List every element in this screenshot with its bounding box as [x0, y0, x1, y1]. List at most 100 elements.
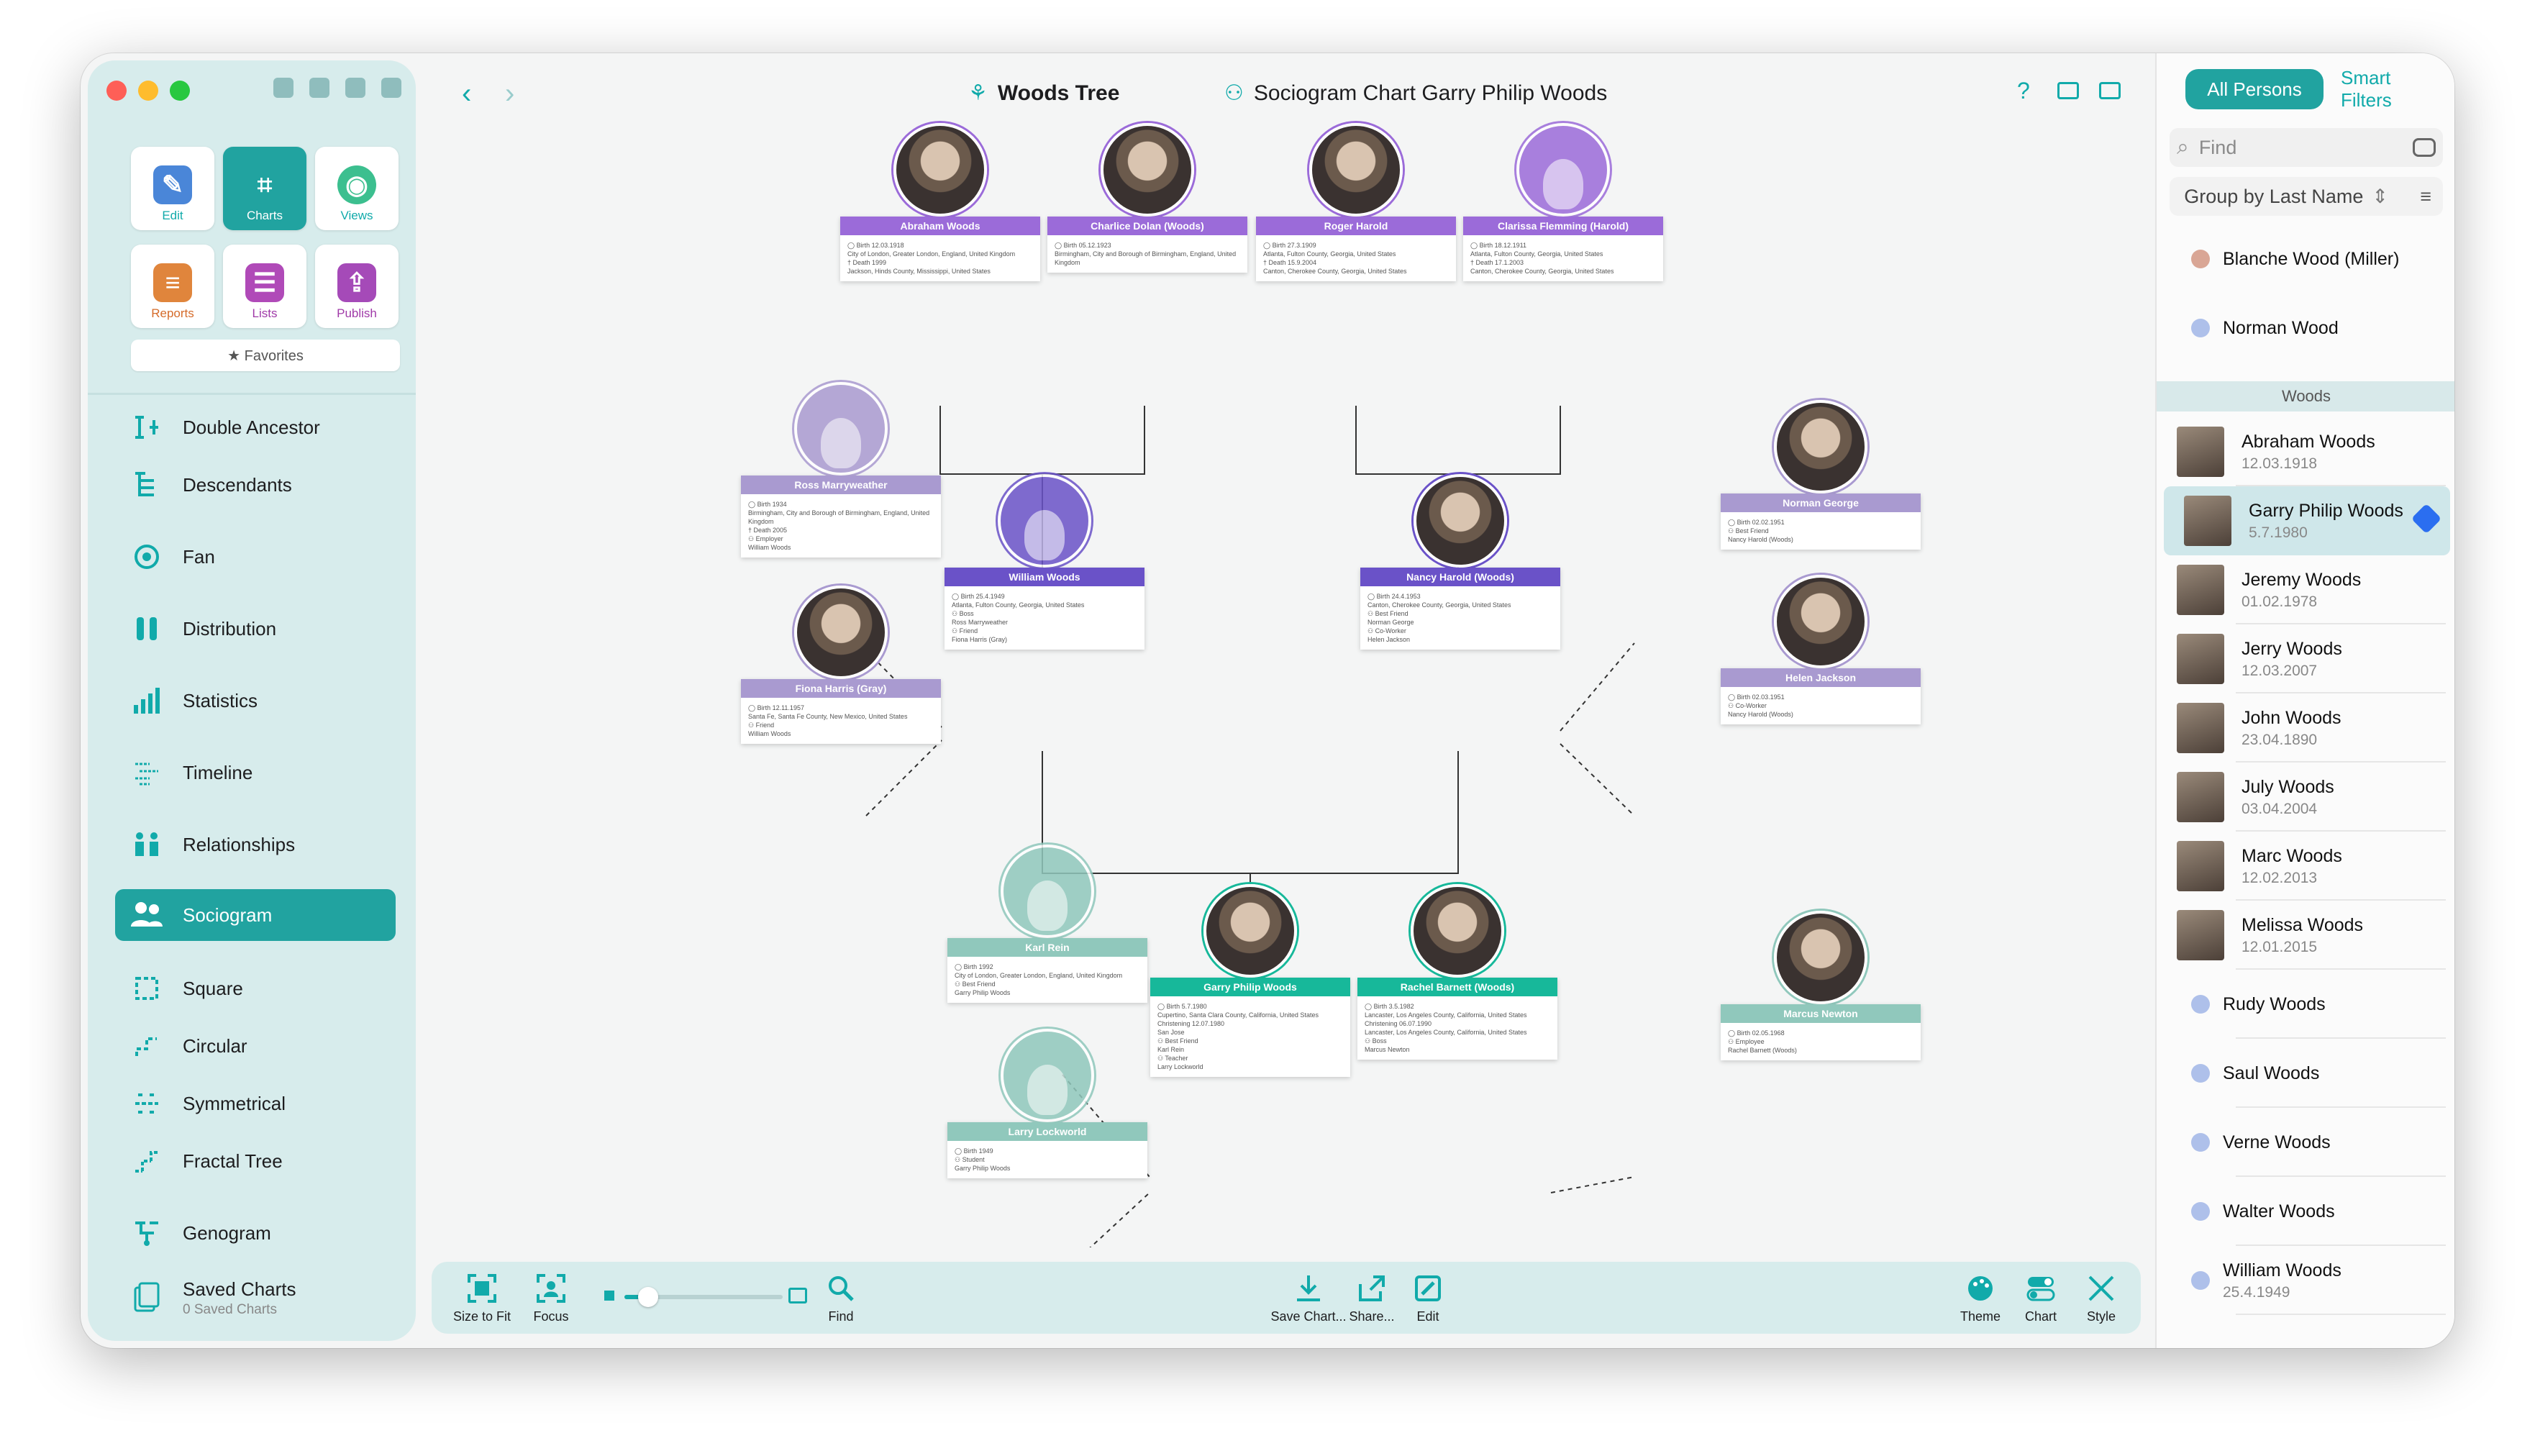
edit-tile[interactable]: ✎ Edit [131, 147, 214, 230]
sidebar-item-fractal-tree[interactable]: Fractal Tree [115, 1135, 396, 1187]
list-item[interactable]: Verne Woods [2157, 1108, 2454, 1177]
person-avatar[interactable] [1411, 884, 1504, 978]
list-item[interactable]: Blanche Wood (Miller) [2157, 224, 2454, 294]
all-persons-tab[interactable]: All Persons [2185, 69, 2324, 109]
sidebar-item-fan[interactable]: Fan [115, 531, 396, 583]
sort-icon[interactable]: ≡ [2420, 185, 2431, 207]
reports-tile[interactable]: ≡ Reports [131, 245, 214, 328]
find-field[interactable]: ⌕ Find [2170, 128, 2443, 167]
person-avatar[interactable] [1774, 400, 1867, 493]
tag-icon[interactable] [2411, 503, 2442, 534]
sidebar-toggle-icon[interactable] [2099, 82, 2121, 99]
sidebar-item-distribution[interactable]: Distribution [115, 603, 396, 655]
person-avatar[interactable] [794, 586, 888, 679]
sidebar-item-descendants[interactable]: Descendants [115, 459, 396, 511]
charts-tile[interactable]: ⌗ Charts [223, 147, 306, 230]
zoom-slider[interactable] [624, 1287, 783, 1307]
help-icon[interactable]: ? [2017, 78, 2030, 104]
close-window-button[interactable] [106, 81, 127, 101]
list-item[interactable]: Norman Wood [2157, 294, 2454, 363]
sidebar-item-statistics[interactable]: Statistics [115, 675, 396, 727]
person-avatar[interactable] [998, 474, 1091, 568]
sidebar-item-sociogram[interactable]: Sociogram [115, 889, 396, 941]
tree-title[interactable]: ⚘Woods Tree [968, 81, 1119, 106]
views-tile[interactable]: ◉ Views [315, 147, 399, 230]
person-avatar[interactable] [893, 123, 987, 217]
person-avatar[interactable] [1414, 474, 1507, 568]
sidebar-item-square[interactable]: Square [115, 963, 396, 1014]
sidebar-item-relationships[interactable]: Relationships [115, 819, 396, 870]
bookmark-icon[interactable] [309, 78, 329, 98]
sidebar-item-symmetrical[interactable]: Symmetrical [115, 1078, 396, 1129]
sync-icon[interactable] [381, 78, 401, 98]
sidebar-item-circular[interactable]: Circular [115, 1020, 396, 1072]
theme-button[interactable]: Theme [1941, 1272, 2020, 1324]
share-button[interactable]: Share... [1332, 1272, 1411, 1324]
focus-button[interactable]: Focus [511, 1272, 591, 1324]
person-avatar[interactable] [1203, 884, 1297, 978]
sidebar-item-genogram[interactable]: Genogram [115, 1207, 396, 1259]
edit-button[interactable]: Edit [1388, 1272, 1467, 1324]
person-card[interactable]: Clarissa Flemming (Harold)◯ Birth 18.12.… [1463, 217, 1663, 281]
person-card[interactable]: Marcus Newton◯ Birth 02.05.1968⚇ Employe… [1721, 1004, 1921, 1060]
list-item[interactable]: Saul Woods [2157, 1039, 2454, 1108]
favorites-button[interactable]: ★ Favorites [131, 340, 400, 371]
smart-filters-tab[interactable]: Smart Filters [2341, 67, 2392, 111]
person-card[interactable]: Norman George◯ Birth 02.02.1951⚇ Best Fr… [1721, 493, 1921, 550]
style-button[interactable]: Style [2062, 1272, 2141, 1324]
forward-button[interactable]: › [505, 78, 515, 109]
person-avatar[interactable] [794, 382, 888, 476]
group-by-select[interactable]: Group by Last Name ⇕ ≡ [2170, 177, 2443, 216]
person-avatar[interactable] [1774, 911, 1867, 1004]
lists-tile[interactable]: ☰ Lists [223, 245, 306, 328]
person-avatar[interactable] [1001, 845, 1094, 938]
tag-icon[interactable] [273, 78, 293, 98]
zoom-in-icon[interactable] [788, 1288, 807, 1303]
person-card[interactable]: Charlice Dolan (Woods)◯ Birth 05.12.1923… [1047, 217, 1247, 273]
list-item[interactable]: Rudy Woods [2157, 970, 2454, 1039]
chart-settings-button[interactable]: Chart [2001, 1272, 2080, 1324]
window-icon[interactable] [2057, 82, 2079, 99]
person-avatar[interactable] [1001, 1029, 1094, 1122]
zoom-slider-knob[interactable] [638, 1287, 658, 1307]
zoom-out-icon[interactable] [604, 1291, 614, 1301]
person-avatar[interactable] [1101, 123, 1194, 217]
minimize-window-button[interactable] [138, 81, 158, 101]
sidebar-item-timeline[interactable]: Timeline [115, 747, 396, 798]
save-chart-button[interactable]: Save Chart... [1269, 1272, 1348, 1324]
person-avatar[interactable] [1774, 575, 1867, 668]
zoom-window-button[interactable] [170, 81, 190, 101]
person-card[interactable]: Helen Jackson◯ Birth 02.03.1951⚇ Co-Work… [1721, 668, 1921, 724]
size-to-fit-button[interactable]: Size to Fit [442, 1272, 522, 1324]
sidebar-item-double-ancestor[interactable]: Double Ancestor [115, 401, 396, 453]
person-avatar[interactable] [1309, 123, 1403, 217]
car-icon[interactable] [345, 78, 365, 98]
publish-tile[interactable]: ⇪ Publish [315, 245, 399, 328]
find-button[interactable]: Find [801, 1272, 880, 1324]
person-avatar[interactable] [1516, 123, 1610, 217]
list-item[interactable]: Walter Woods [2157, 1177, 2454, 1246]
filter-toggle-icon[interactable] [2413, 138, 2436, 157]
back-button[interactable]: ‹ [462, 78, 472, 109]
